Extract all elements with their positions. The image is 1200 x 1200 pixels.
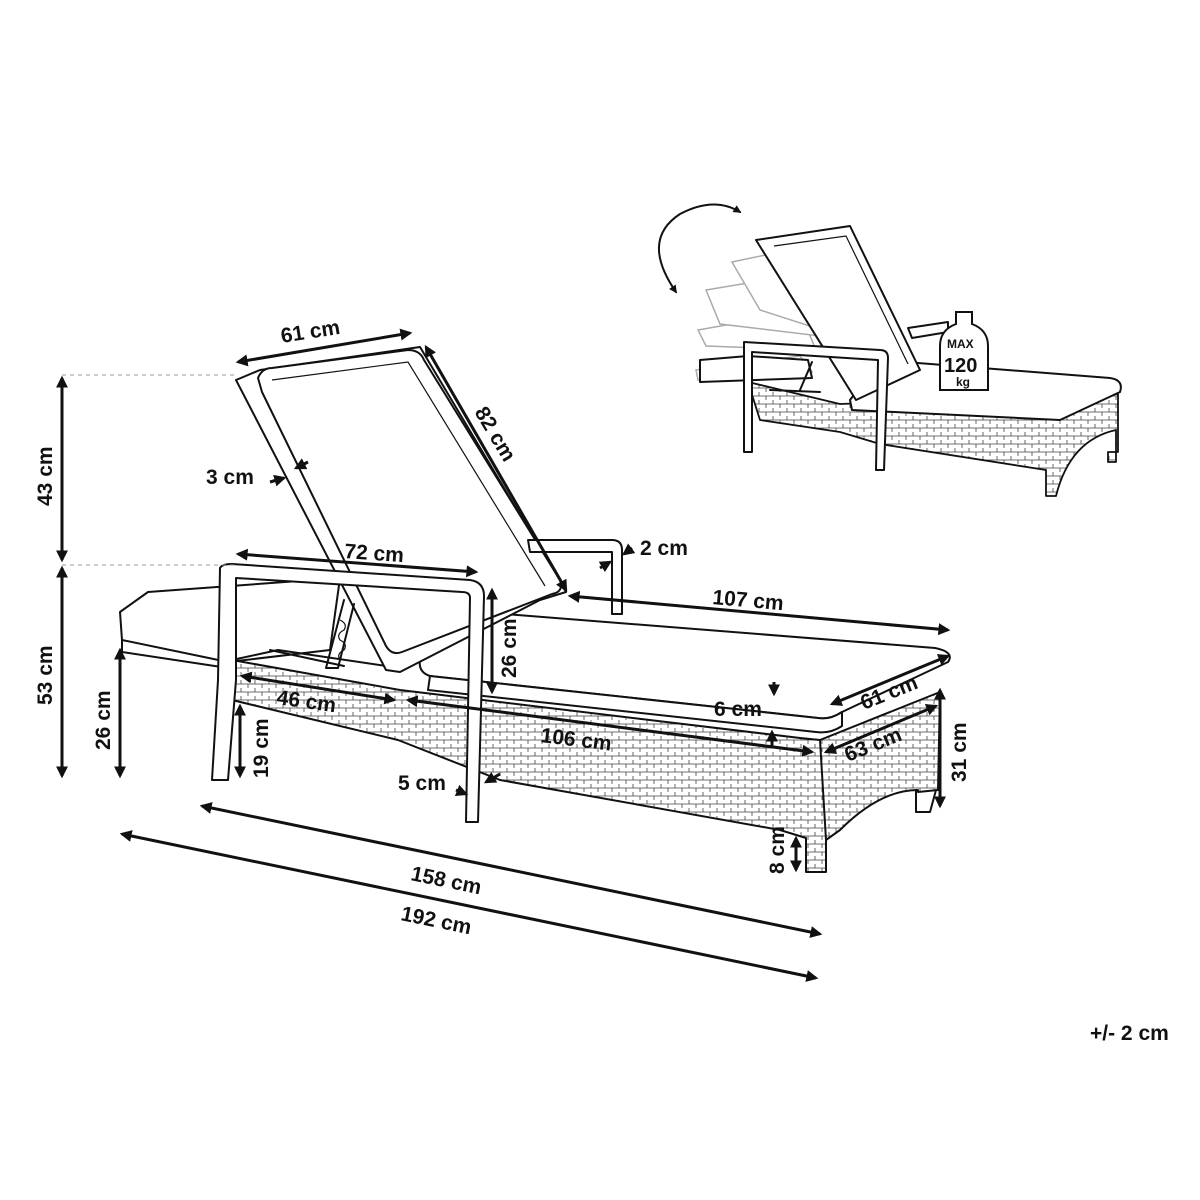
dimension-lines [56,328,951,982]
dim-frame-length [405,695,815,757]
weight-capacity-badge: MAX 120 kg [939,311,989,391]
badge-max-label: MAX [947,337,974,351]
dim-total-length [119,830,819,982]
kettlebell-icon [939,311,989,391]
dim-backrest-length [424,344,568,593]
label-back-height: 43 cm [34,446,57,506]
label-seat-height: 53 cm [34,645,57,705]
label-arm-thickness: 2 cm [640,537,688,560]
label-foot-height: 31 cm [948,722,971,782]
label-arm-length: 72 cm [344,540,405,567]
dim-arm-length [235,548,479,578]
badge-weight-value: 120 [944,355,977,377]
label-leg-height: 19 cm [250,718,273,778]
dim-backrest-width [235,328,413,367]
label-cushion-thickness: 6 cm [714,698,762,721]
label-inner-length: 158 cm [409,862,483,899]
dim-front-frame [239,671,397,705]
label-ground-clearance: 8 cm [766,826,789,874]
dim-cushion-width [829,654,951,706]
label-backrest-width: 61 cm [279,316,341,348]
dim-frame-width [823,704,939,754]
dim-seat-length [567,590,951,636]
label-arm-height: 26 cm [498,618,521,678]
backrest-ratchet [269,599,355,669]
label-front-height: 26 cm [92,690,115,750]
label-leg-thickness: 5 cm [398,772,446,795]
label-back-thickness: 3 cm [206,466,254,489]
label-tolerance: +/- 2 cm [1090,1022,1169,1045]
recline-illustration [695,225,1122,497]
label-total-length: 192 cm [399,902,473,939]
rotate-arrow-icon [657,203,742,294]
badge-weight-unit: kg [956,375,970,389]
